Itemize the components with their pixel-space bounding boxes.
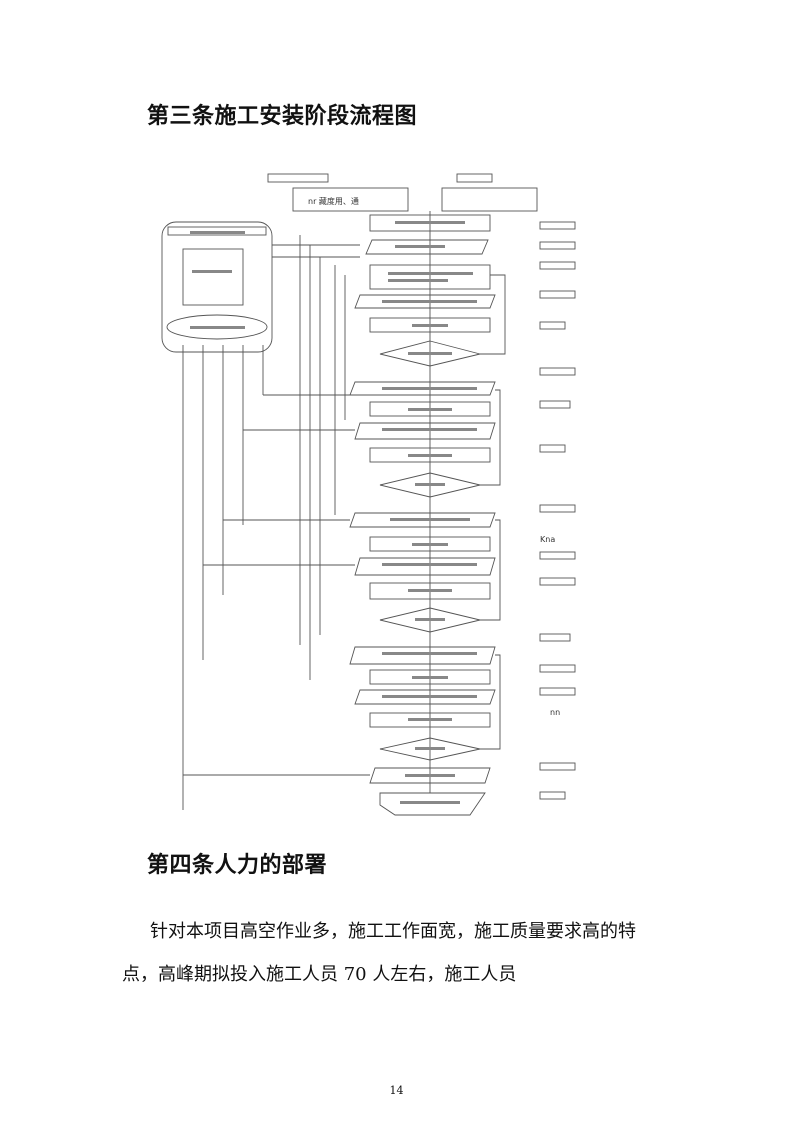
- section-heading-3: 第三条施工安装阶段流程图: [147, 104, 418, 129]
- flow-top-box-text: nr 藏度用、通: [308, 196, 359, 206]
- section-heading-4: 第四条人力的部署: [147, 853, 328, 878]
- flow-top-label-right: [456, 173, 493, 183]
- flow-side-mark-2: nn: [550, 708, 560, 717]
- flow-top-box-right: [441, 187, 538, 212]
- paragraph-line-1: 针对本项目高空作业多，施工工作面宽，施工质量要求高的特: [150, 921, 636, 942]
- flow-top-label-left: [267, 173, 329, 183]
- database-inner-box: [182, 248, 244, 306]
- page-number: 14: [389, 1084, 404, 1097]
- paragraph-line-2: 点，高峰期拟投入施工人员 70 人左右，施工人员: [122, 964, 517, 985]
- construction-flowchart: nr 藏度用、通 Kna nn: [161, 173, 576, 816]
- flow-top-box-left: [292, 187, 409, 212]
- flow-side-mark-1: Kna: [540, 535, 555, 544]
